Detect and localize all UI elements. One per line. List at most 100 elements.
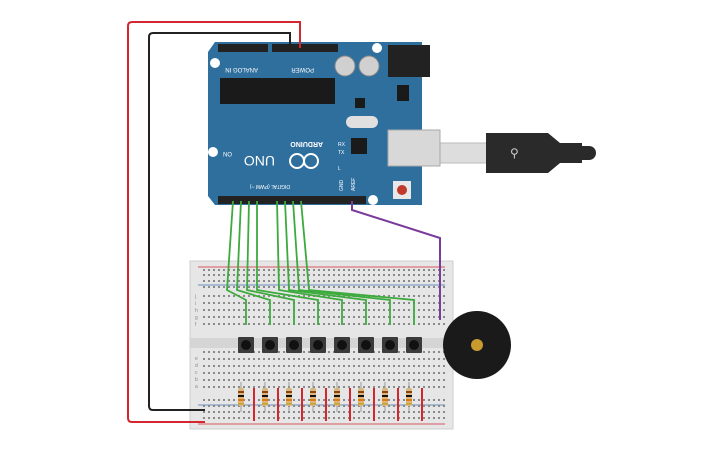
breadboard-hole bbox=[413, 405, 415, 407]
breadboard-hole bbox=[378, 323, 380, 325]
breadboard-hole bbox=[363, 274, 365, 276]
breadboard-hole bbox=[338, 417, 340, 419]
breadboard-hole bbox=[323, 274, 325, 276]
breadboard-hole bbox=[343, 405, 345, 407]
breadboard-hole bbox=[318, 372, 320, 374]
breadboard-hole bbox=[213, 280, 215, 282]
breadboard-hole bbox=[333, 417, 335, 419]
breadboard-hole bbox=[358, 386, 360, 388]
breadboard-hole bbox=[428, 302, 430, 304]
piezo-buzzer[interactable] bbox=[443, 311, 511, 379]
breadboard-hole bbox=[273, 358, 275, 360]
breadboard-hole bbox=[328, 316, 330, 318]
breadboard-hole bbox=[213, 295, 215, 297]
breadboard-hole bbox=[258, 323, 260, 325]
breadboard-hole bbox=[318, 386, 320, 388]
breadboard-hole bbox=[333, 358, 335, 360]
pushbutton[interactable] bbox=[382, 337, 398, 353]
pushbutton[interactable] bbox=[310, 337, 326, 353]
breadboard-hole bbox=[218, 379, 220, 381]
pushbutton[interactable] bbox=[262, 337, 278, 353]
breadboard-hole bbox=[378, 286, 380, 288]
breadboard-hole bbox=[203, 323, 205, 325]
breadboard-hole bbox=[403, 379, 405, 381]
breadboard-hole bbox=[253, 386, 255, 388]
breadboard-hole bbox=[408, 365, 410, 367]
breadboard-hole bbox=[338, 379, 340, 381]
breadboard-hole bbox=[263, 280, 265, 282]
breadboard-hole bbox=[233, 269, 235, 271]
breadboard-hole bbox=[233, 372, 235, 374]
breadboard-hole bbox=[258, 286, 260, 288]
breadboard-hole bbox=[363, 316, 365, 318]
breadboard-hole bbox=[378, 302, 380, 304]
breadboard-hole bbox=[368, 386, 370, 388]
breadboard-hole bbox=[238, 372, 240, 374]
breadboard-hole bbox=[333, 269, 335, 271]
breadboard-hole bbox=[358, 286, 360, 288]
breadboard-hole bbox=[373, 274, 375, 276]
breadboard-hole bbox=[408, 417, 410, 419]
breadboard-hole bbox=[393, 280, 395, 282]
breadboard-hole bbox=[438, 365, 440, 367]
breadboard-hole bbox=[353, 417, 355, 419]
pushbutton[interactable] bbox=[406, 337, 422, 353]
breadboard-hole bbox=[333, 365, 335, 367]
breadboard-hole bbox=[388, 269, 390, 271]
breadboard-hole bbox=[218, 365, 220, 367]
breadboard-hole bbox=[423, 274, 425, 276]
pushbutton[interactable] bbox=[286, 337, 302, 353]
breadboard-hole bbox=[418, 323, 420, 325]
breadboard-hole bbox=[363, 309, 365, 311]
breadboard-hole bbox=[413, 379, 415, 381]
breadboard-hole bbox=[323, 405, 325, 407]
breadboard-hole bbox=[373, 365, 375, 367]
breadboard-hole bbox=[293, 372, 295, 374]
breadboard-hole bbox=[203, 274, 205, 276]
breadboard-hole bbox=[388, 386, 390, 388]
breadboard-hole bbox=[358, 280, 360, 282]
breadboard-hole bbox=[433, 295, 435, 297]
breadboard-hole bbox=[203, 411, 205, 413]
breadboard-hole bbox=[223, 358, 225, 360]
breadboard-hole bbox=[263, 274, 265, 276]
breadboard-hole bbox=[383, 386, 385, 388]
breadboard-hole bbox=[423, 269, 425, 271]
breadboard-hole bbox=[233, 411, 235, 413]
breadboard-hole bbox=[413, 295, 415, 297]
breadboard-hole bbox=[403, 286, 405, 288]
breadboard-hole bbox=[398, 372, 400, 374]
breadboard-hole bbox=[353, 365, 355, 367]
breadboard-hole bbox=[263, 358, 265, 360]
analog-in-label: ANALOG IN bbox=[225, 66, 258, 72]
breadboard-hole bbox=[323, 365, 325, 367]
breadboard-hole bbox=[283, 365, 285, 367]
breadboard-hole bbox=[373, 386, 375, 388]
breadboard-hole bbox=[403, 323, 405, 325]
breadboard-hole bbox=[208, 295, 210, 297]
breadboard-hole bbox=[303, 323, 305, 325]
reset-button-cap[interactable] bbox=[397, 185, 407, 195]
pushbutton[interactable] bbox=[238, 337, 254, 353]
signal-wire bbox=[292, 200, 391, 325]
breadboard-hole bbox=[358, 358, 360, 360]
breadboard-hole bbox=[208, 379, 210, 381]
breadboard-hole bbox=[308, 411, 310, 413]
breadboard-hole bbox=[333, 280, 335, 282]
pushbutton[interactable] bbox=[334, 337, 350, 353]
pushbutton[interactable] bbox=[358, 337, 374, 353]
breadboard-hole bbox=[313, 372, 315, 374]
breadboard-hole bbox=[228, 274, 230, 276]
breadboard-hole bbox=[348, 379, 350, 381]
breadboard-hole bbox=[428, 323, 430, 325]
resistor bbox=[382, 382, 388, 412]
breadboard-hole bbox=[203, 405, 205, 407]
usb-b-jack bbox=[387, 129, 441, 167]
breadboard-hole bbox=[248, 358, 250, 360]
breadboard-hole bbox=[268, 365, 270, 367]
breadboard-hole bbox=[408, 295, 410, 297]
row-letter-g: g bbox=[195, 315, 198, 321]
breadboard-hole bbox=[333, 316, 335, 318]
digital-label: DIGITAL (PWM ~) bbox=[250, 183, 290, 189]
wire-buzzer bbox=[351, 201, 441, 320]
